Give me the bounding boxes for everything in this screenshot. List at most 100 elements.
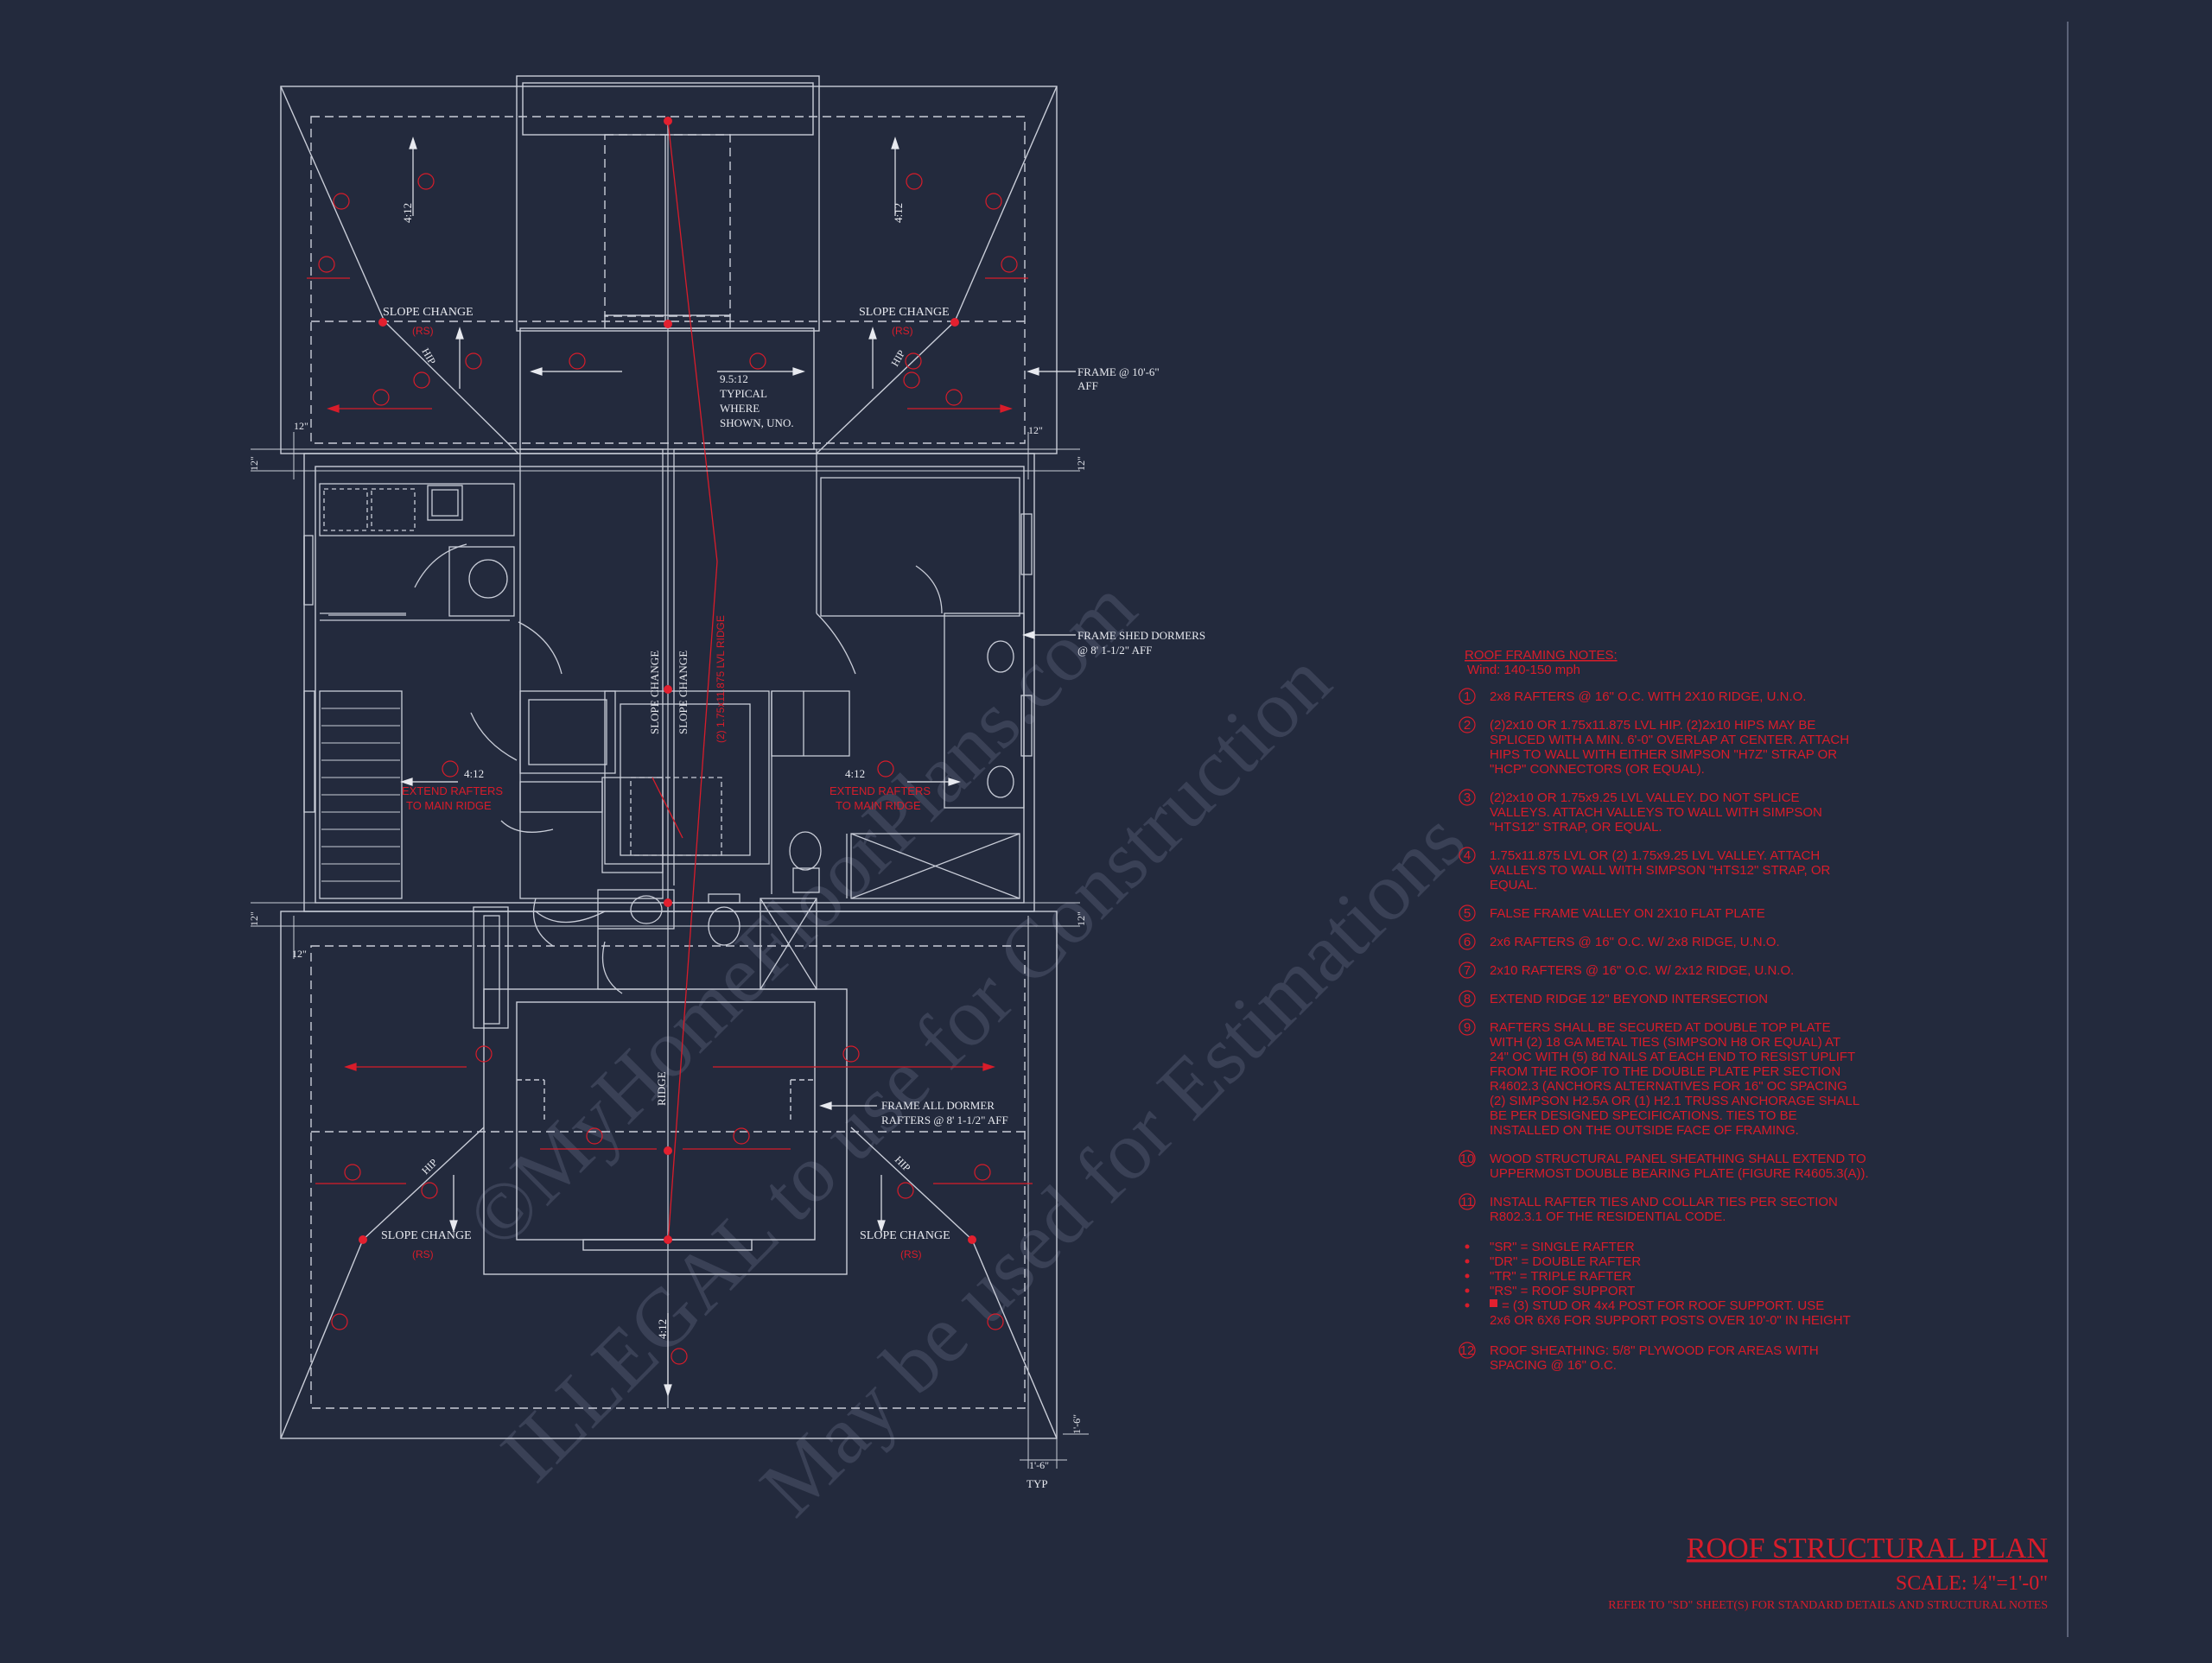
slope-change-vertical: SLOPE CHANGE: [677, 651, 690, 734]
note-text-line: 24" OC WITH (5) 8d NAILS AT EACH END TO …: [1490, 1050, 1855, 1064]
red-rafter-arrows: [307, 277, 1033, 1184]
sheet-scale: SCALE: ¼"=1'-0": [1896, 1572, 2048, 1595]
note-text-line: (2)2x10 OR 1.75x11.875 LVL HIP. (2)2x10 …: [1490, 718, 1815, 733]
note-number-circle: [1459, 847, 1476, 864]
sheet-reference: REFER TO "SD" SHEET(S) FOR STANDARD DETA…: [1608, 1599, 2048, 1612]
title-block: ROOF STRUCTURAL PLAN SCALE: ¼"=1'-0" REF…: [1608, 1533, 2048, 1612]
slope-arrows: [400, 136, 1076, 1397]
note-text-line: HIPS TO WALL WITH EITHER SIMPSON "H7Z" S…: [1490, 747, 1837, 762]
note-number: 9: [1464, 1020, 1471, 1035]
note-text-line: UPPERMOST DOUBLE BEARING PLATE (FIGURE R…: [1490, 1166, 1869, 1181]
watermark: ©MyHomeFloorPlans.com ILLEGAL to use for…: [448, 561, 1482, 1533]
note-number: 6: [1464, 935, 1471, 949]
slope-change-label: SLOPE CHANGE: [859, 306, 950, 319]
note-text-line: BE PER DESIGNED SPECIFICATIONS. TIES TO …: [1490, 1108, 1797, 1123]
note-text-line: VALLEYS. ATTACH VALLEYS TO WALL WITH SIM…: [1490, 805, 1822, 820]
note-number-circle: [1459, 904, 1476, 922]
extend-rafters-line-1: EXTEND RAFTERS: [830, 784, 931, 797]
note-bullet-text: "DR" = DOUBLE RAFTER: [1490, 1254, 1641, 1269]
note-bullet: [1465, 1244, 1470, 1249]
hip-label: HIP: [893, 1153, 913, 1174]
note-number: 12: [1460, 1343, 1475, 1358]
dim-1-6-label: 1'-6": [1071, 1414, 1083, 1434]
hip-label: HIP: [419, 1156, 440, 1177]
typical-note-3: WHERE: [720, 402, 760, 415]
note-number: 8: [1464, 992, 1471, 1006]
note-text-line: FROM THE ROOF TO THE DOUBLE PLATE PER SE…: [1490, 1064, 1840, 1079]
extend-rafters-line-1: EXTEND RAFTERS: [402, 784, 503, 797]
note-number: 4: [1464, 848, 1471, 863]
extend-rafters-line-2: TO MAIN RIDGE: [836, 799, 921, 812]
note-text-line: 2x8 RAFTERS @ 16" O.C. WITH 2X10 RIDGE, …: [1490, 689, 1806, 704]
note-text-line: "HCP" CONNECTORS (OR EQUAL).: [1490, 762, 1705, 777]
note-number: 2: [1464, 718, 1471, 733]
frame-dormer-line-2: RAFTERS @ 8' 1-1/2" AFF: [881, 1114, 1008, 1127]
rs-label: (RS): [412, 1248, 434, 1260]
note-text-line: SPLICED WITH A MIN. 6'-0" OVERLAP AT CEN…: [1490, 733, 1849, 747]
note-number: 10: [1460, 1152, 1475, 1166]
pitch-label: 4:12: [845, 767, 865, 780]
note-text-line: R802.3.1 OF THE RESIDENTIAL CODE.: [1490, 1209, 1726, 1224]
dim-12-label: 12": [294, 420, 308, 432]
dim-12-label: 12": [248, 456, 260, 471]
note-bullet: [1465, 1288, 1470, 1293]
note-number: 11: [1460, 1195, 1474, 1209]
dim-12-label: 12": [1028, 424, 1043, 436]
note-number-circle: [1459, 1193, 1476, 1210]
note-text-line: RAFTERS SHALL BE SECURED AT DOUBLE TOP P…: [1490, 1020, 1831, 1035]
note-text-line: (2)2x10 OR 1.75x9.25 LVL VALLEY. DO NOT …: [1490, 790, 1800, 805]
note-text-line: VALLEYS TO WALL WITH SIMPSON "HTS12" STR…: [1490, 863, 1831, 878]
roof-support-dots: [359, 117, 976, 1244]
note-text-line: WOOD STRUCTURAL PANEL SHEATHING SHALL EX…: [1490, 1152, 1866, 1166]
note-number-circle: [1459, 1019, 1476, 1036]
pitch-label: 4:12: [656, 1319, 669, 1339]
typical-note-4: SHOWN, UNO.: [720, 416, 794, 429]
frame-dormer-line-1: FRAME ALL DORMER: [881, 1099, 995, 1112]
frame-shed-line-2: @ 8' 1-1/2" AFF: [1077, 644, 1152, 657]
dim-12-label: 12": [1075, 456, 1087, 471]
notes-subtitle: Wind: 140-150 mph: [1467, 663, 1580, 677]
dim-12-label: 12": [292, 948, 307, 960]
note-callouts: [318, 173, 1018, 1365]
note-text-line: "HTS12" STRAP, OR EQUAL.: [1490, 820, 1662, 835]
notes-title: ROOF FRAMING NOTES:: [1465, 648, 1618, 663]
note-text-line: 1.75x11.875 LVL OR (2) 1.75x9.25 LVL VAL…: [1490, 848, 1820, 863]
note-text-line: INSTALLED ON THE OUTSIDE FACE OF FRAMING…: [1490, 1123, 1799, 1138]
plan-labels: SLOPE CHANGE SLOPE CHANGE SLOPE CHANGE S…: [248, 203, 1205, 1490]
note-bullet-text: "RS" = ROOF SUPPORT: [1490, 1284, 1635, 1298]
note-text-line: ROOF SHEATHING: 5/8" PLYWOOD FOR AREAS W…: [1490, 1343, 1819, 1358]
note-text-line: WITH (2) 18 GA METAL TIES (SIMPSON H8 OR…: [1490, 1035, 1840, 1050]
slope-change-label: SLOPE CHANGE: [381, 1229, 472, 1242]
dim-12-label: 12": [248, 911, 260, 926]
note-post-text: 2x6 OR 6X6 FOR SUPPORT POSTS OVER 10'-0"…: [1490, 1313, 1851, 1328]
note-text-line: 2x6 RAFTERS @ 16" O.C. W/ 2x8 RIDGE, U.N…: [1490, 935, 1780, 949]
slope-change-label: SLOPE CHANGE: [860, 1229, 950, 1242]
note-number: 3: [1464, 790, 1471, 805]
pitch-label: 4:12: [464, 767, 484, 780]
note-bullet-text: "SR" = SINGLE RAFTER: [1490, 1240, 1635, 1254]
note-number-circle: [1459, 716, 1476, 733]
rs-label: (RS): [892, 325, 913, 337]
note-bullet: [1465, 1273, 1470, 1279]
lvl-ridge-label: (2) 1.75x11.875 LVL RIDGE: [715, 615, 727, 743]
note-bullet: [1465, 1303, 1470, 1308]
note-number-circle: [1459, 1150, 1476, 1167]
note-number-circle: [1459, 962, 1476, 979]
frame-10-6-line-2: AFF: [1077, 379, 1098, 392]
note-text-line: INSTALL RAFTER TIES AND COLLAR TIES PER …: [1490, 1195, 1838, 1209]
slope-change-label: SLOPE CHANGE: [383, 306, 474, 319]
note-number-circle: [1459, 688, 1476, 705]
typical-note-1: 9.5:12: [720, 372, 748, 385]
frame-shed-line-1: FRAME SHED DORMERS: [1077, 629, 1205, 642]
note-number-circle: [1459, 1342, 1476, 1359]
floor-plan-interior: [303, 448, 1033, 1029]
dim-1-6-label: 1'-6": [1029, 1459, 1049, 1471]
note-number: 1: [1464, 689, 1471, 704]
frame-10-6-line-1: FRAME @ 10'-6": [1077, 365, 1160, 378]
slope-change-vertical: SLOPE CHANGE: [648, 651, 661, 734]
note-bullet-text: "TR" = TRIPLE RAFTER: [1490, 1269, 1631, 1284]
note-text-line: (2) SIMPSON H2.5A OR (1) H2.1 TRUSS ANCH…: [1490, 1094, 1859, 1108]
ridge-label: RIDGE: [655, 1071, 668, 1106]
